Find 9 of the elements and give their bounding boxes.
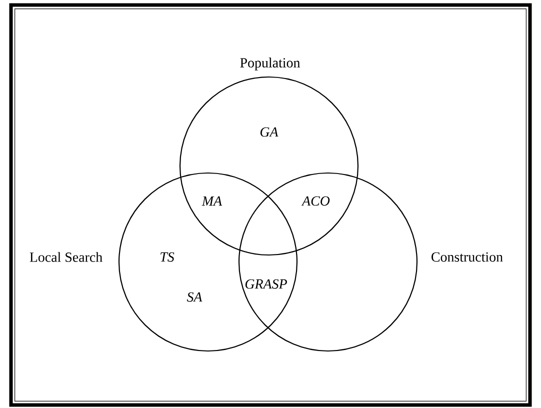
set-label: Local Search [30,252,102,262]
region-label: TS [160,252,174,262]
region-label: GRASP [245,279,287,289]
set-label: Population [240,58,300,70]
region-label: ACO [301,196,330,206]
region-label: GA [260,127,278,137]
set-label: Construction [432,252,503,262]
region-label: SA [186,292,202,302]
region-label: MA [202,196,222,206]
